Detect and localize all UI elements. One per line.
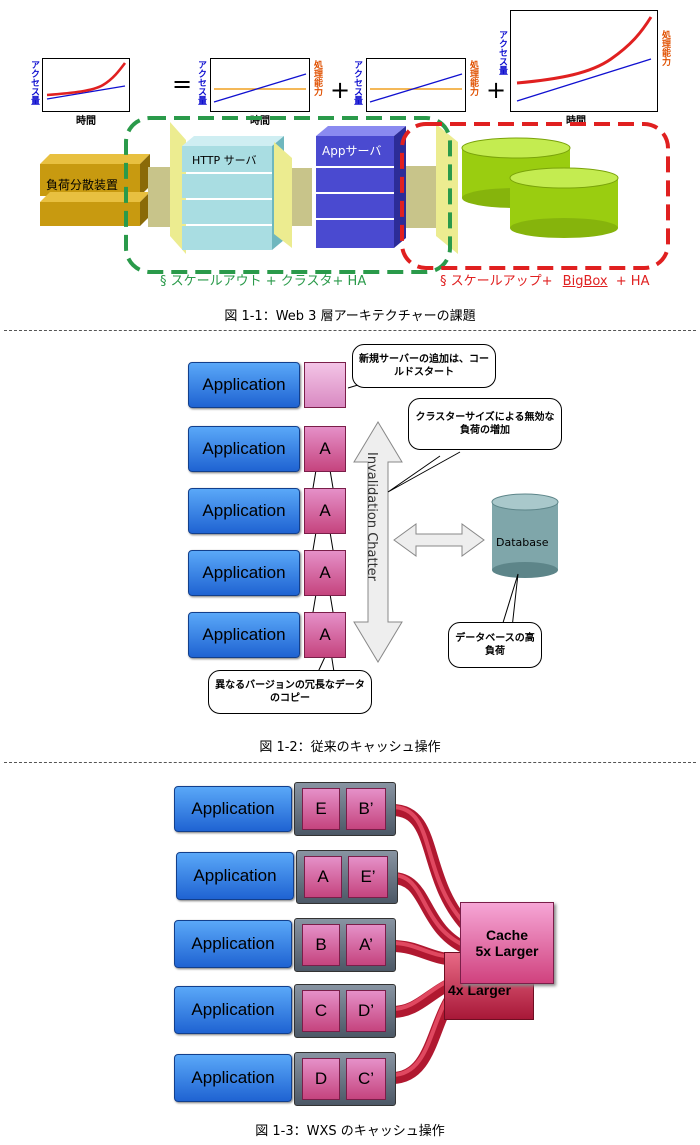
chart-access-vs-capacity-2 [210,58,310,112]
partition-replica-2: E’ [348,856,388,898]
app-server-label: Appサーバ [322,144,382,158]
access-line [213,73,307,103]
figure-1-caption: 図 1-1：Web 3 層アーキテクチャーの課題 [224,309,476,324]
application-box-2: Application [176,852,294,900]
app-server-stack [316,126,406,248]
database-label: Database [496,536,549,549]
connector-2 [274,142,312,248]
cache-cell-a-2: A [304,488,346,534]
application-box-5: Application [174,1054,292,1102]
scale-up-label-part3: + HA [615,274,650,289]
application-box-5: Application [188,612,300,658]
partition-replica-1: B’ [346,788,386,830]
partition-replica-3: A’ [346,924,386,966]
access-line [369,73,463,103]
http-server-label: HTTP サーバ [192,154,257,167]
cache-label: Cache [485,927,529,943]
chart-2-y2label: 処理能力 [312,60,322,96]
scale-up-region [400,122,670,270]
connector-3 [406,124,458,254]
database-cylinder [491,493,559,578]
cache-size-label: 5x Larger [475,943,539,959]
scale-up-label-part1: § スケールアップ+ [440,274,553,289]
chart-1-xlabel: 時間 [76,116,96,127]
figure-2-caption: 図 1-2：従来のキャッシュ操作 [259,740,441,755]
database-cylinders [461,137,619,238]
chart-2-xlabel: 時間 [250,116,270,127]
partition-primary-2: A [304,856,342,898]
chart-4-ylabel: アクセス量 [497,30,507,75]
chart-1-ylabel: アクセス量 [29,60,39,105]
application-box-1: Application [188,362,300,408]
chart-3-lines [369,73,463,103]
invalidation-chatter-label: Invalidation Chatter [364,452,379,582]
chart-3-ylabel: アクセス量 [352,60,362,105]
bigbox-label: BigBox [562,274,608,289]
capacity-line [46,85,126,100]
load-balancer-stack [40,154,150,226]
partition-primary-5: D [302,1058,340,1100]
application-box-4: Application [188,550,300,596]
application-box-3: Application [174,920,292,968]
partition-primary-3: B [302,924,340,966]
chart-access-vs-capacity-1 [42,58,130,112]
divider-2 [4,762,696,763]
figure-3-caption: 図 1-3：WXS のキャッシュ操作 [255,1124,445,1139]
access-curve [516,16,653,85]
chart-4-lines [516,16,653,102]
chart-2-lines [213,73,307,103]
application-box-3: Application [188,488,300,534]
previous-cache-label: 4x Larger [448,982,512,998]
partition-replica-5: C’ [346,1058,386,1100]
chart-4-y2label: 処理能力 [660,30,670,66]
cell-links [311,375,559,673]
scale-out-label: § スケールアウト + クラスタ+ HA [160,274,367,289]
callout-db-load: データベースの高負荷 [448,622,542,668]
plus-sign-1: + [330,76,351,104]
access-curve [46,62,127,97]
load-balancer-label: 負荷分散装置 [46,178,119,192]
scale-out-region [124,116,452,274]
application-box-1: Application [174,786,292,832]
callout-cluster-load: クラスターサイズによる無効な負荷の増加 [408,398,562,450]
architecture-illustration [40,116,670,274]
scale-up-label: § スケールアップ+ BigBox + HA [440,270,649,289]
callout-redundant-copies: 異なるバージョンの冗長なデータのコピー [208,670,372,714]
application-box-4: Application [174,986,292,1034]
chart-3-y2label: 処理能力 [468,60,478,96]
application-box-2: Application [188,426,300,472]
cache-cell-new [304,362,346,408]
partition-replica-4: D’ [346,990,386,1032]
invalidation-arrow [353,421,403,663]
chart-access-vs-capacity-4 [510,10,658,112]
cache-cell-a-1: A [304,426,346,472]
chart-4-xlabel: 時間 [566,116,586,127]
db-link-arrow [393,523,485,557]
equals-sign: = [172,70,193,98]
chart-1-lines [46,62,127,100]
chart-2-ylabel: アクセス量 [196,60,206,105]
plus-sign-2: + [486,76,507,104]
callout-cold-start: 新規サーバーの追加は、コールドスタート [352,344,496,388]
access-line [516,58,652,102]
partition-primary-4: C [302,990,340,1032]
divider-1 [4,330,696,331]
chart-access-vs-capacity-3 [366,58,466,112]
cache-cell-a-3: A [304,550,346,596]
partition-primary-1: E [302,788,340,830]
cache-box: Cache 5x Larger [460,902,554,984]
cache-cell-a-4: A [304,612,346,658]
